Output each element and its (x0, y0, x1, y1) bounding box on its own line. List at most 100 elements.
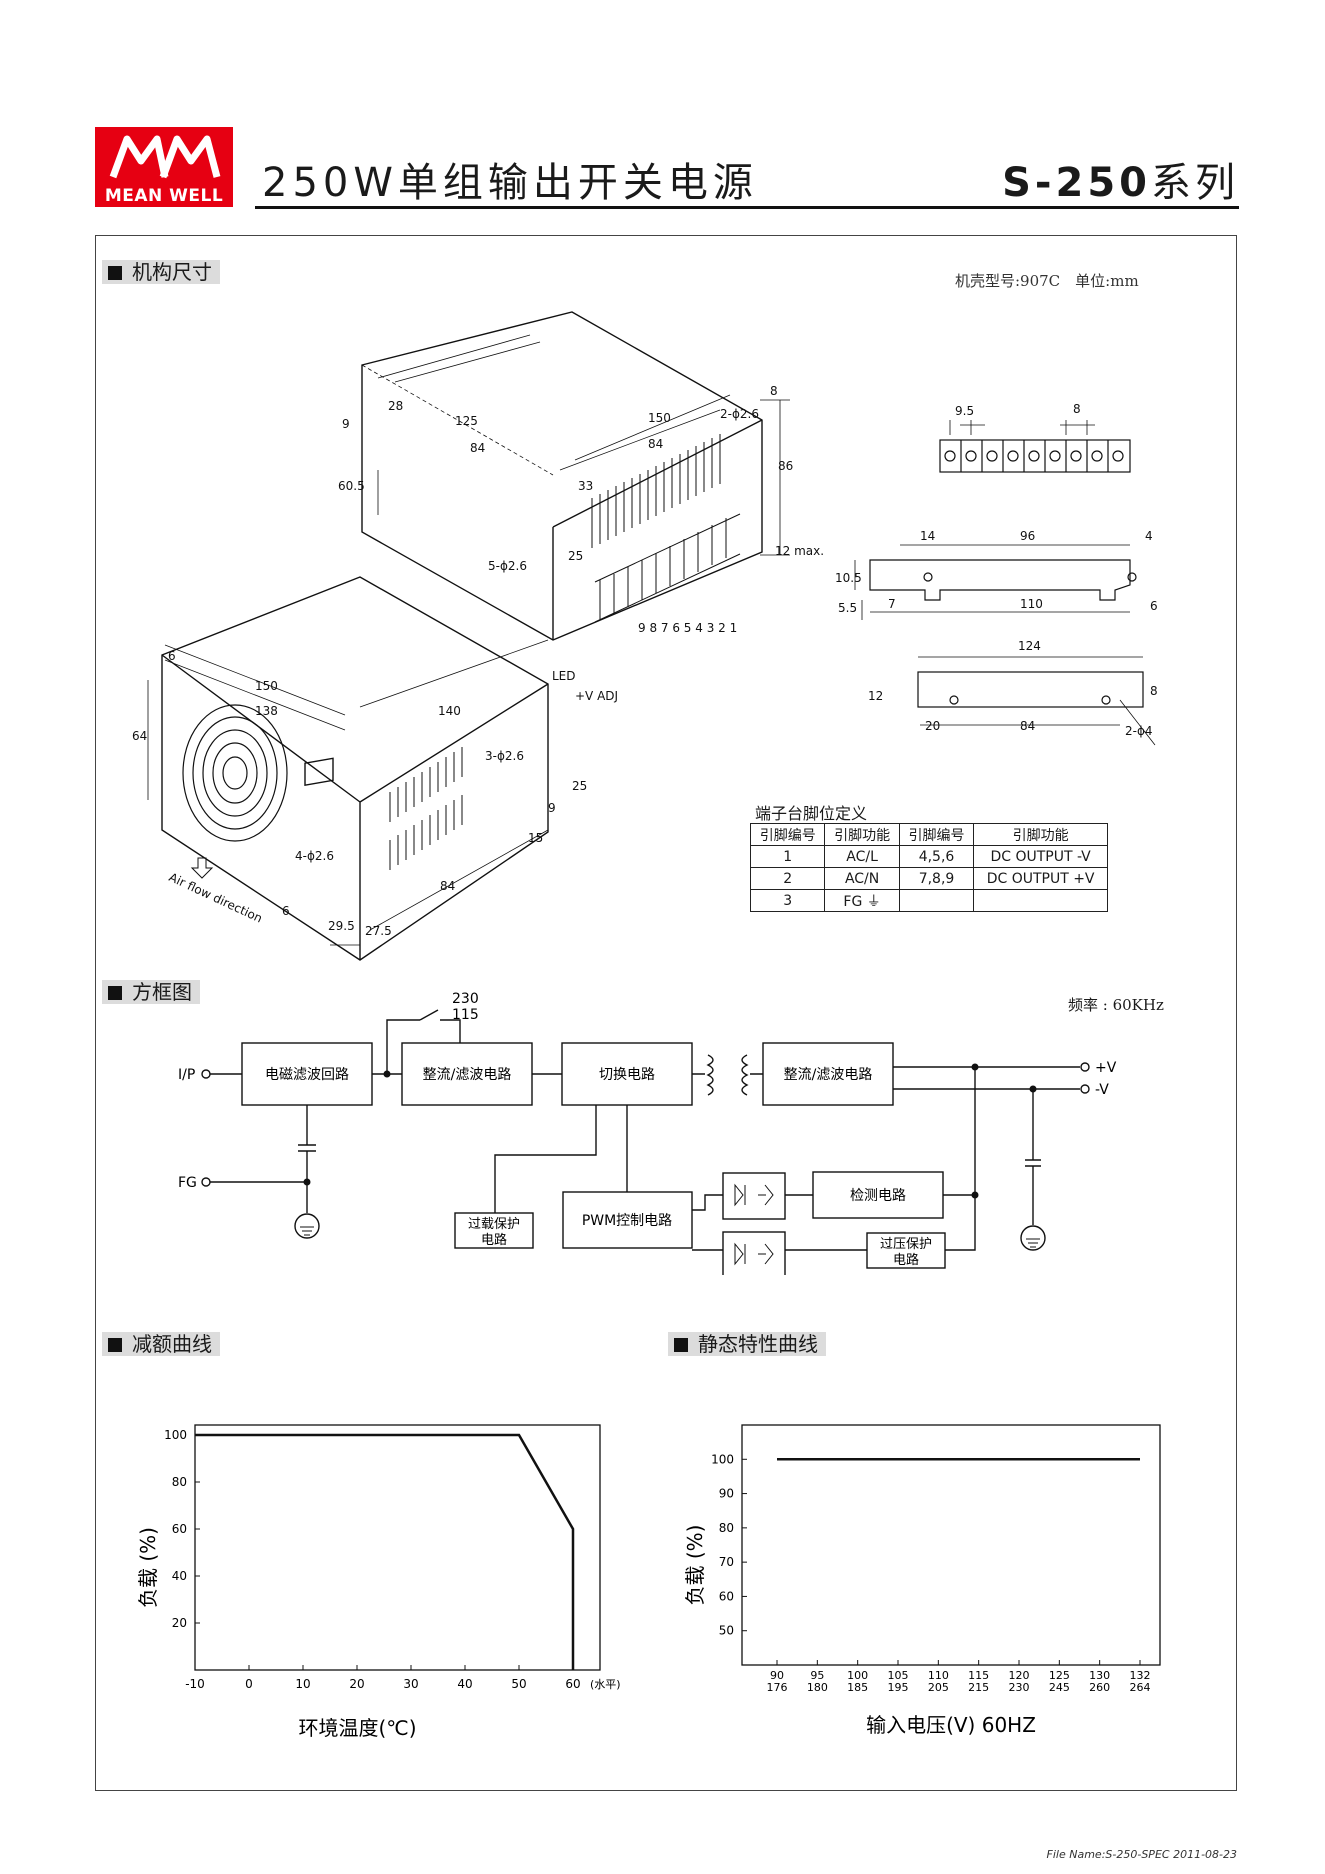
table-cell: AC/L (824, 845, 900, 868)
upper-box-outline (361, 311, 763, 641)
bracket2-8: 8 (1150, 684, 1158, 698)
x-tick-label-bottom: 260 (1089, 1681, 1110, 1694)
dim-12-max: 12 max. (775, 544, 824, 558)
led-label: LED (552, 669, 576, 683)
block-diagram: I/P FG 230 115 +V -V 电磁滤波回路 整流/滤波电路 切换电路… (178, 991, 1117, 1275)
x-tick-label: 10 (295, 1677, 310, 1691)
switch-window (304, 757, 334, 787)
dim-8a: 8 (770, 384, 778, 398)
bracket-7: 7 (888, 597, 896, 611)
vminus-label: -V (1095, 1082, 1109, 1098)
table-cell: 4,5,6 (898, 845, 975, 868)
bracket-6: 6 (1150, 599, 1158, 613)
section-derating: 减额曲线 (102, 1332, 220, 1356)
table-cell (973, 889, 1108, 912)
pwm-label: PWM控制电路 (582, 1213, 672, 1229)
output-ground-icon (1020, 1225, 1046, 1251)
pitch-8: 8 (1073, 402, 1081, 416)
x-tick-label-bottom: 245 (1049, 1681, 1070, 1694)
pin-table-header: 引脚功能 (824, 823, 900, 846)
x-tick-label-top: 90 (770, 1669, 784, 1682)
brand-logo: MEAN WELL (95, 127, 233, 207)
x-tick-label: 50 (511, 1677, 526, 1691)
vadj-label: +V ADJ (575, 689, 618, 703)
table-row: 2 AC/N 7,8,9 DC OUTPUT +V (749, 867, 1108, 890)
dim-140: 140 (438, 704, 461, 718)
bracket-10-5: 10.5 (835, 571, 862, 585)
brand-name: MEAN WELL (104, 186, 224, 206)
x-tick-label: 20 (349, 1677, 364, 1691)
dim-60-5: 60.5 (338, 479, 365, 493)
voltage-115: 115 (452, 1007, 479, 1023)
pin-table-header: 引脚功能 (973, 823, 1108, 846)
section-bullet-icon (108, 986, 122, 1000)
lower-box-outline (161, 576, 549, 961)
y-tick-label: 20 (172, 1616, 187, 1630)
derating-line (195, 1433, 575, 1670)
table-cell: 3 (749, 889, 826, 912)
ovp-label-2: 电路 (893, 1252, 919, 1268)
section-derating-label: 减额曲线 (132, 1332, 212, 1356)
bracket2-20: 20 (925, 719, 940, 733)
x-tick-label-top: 105 (888, 1669, 909, 1682)
switch-label: 切换电路 (599, 1066, 655, 1083)
dim-25a: 25 (568, 549, 583, 563)
x-tick-label: 60 (565, 1677, 580, 1691)
y-tick-label: 70 (719, 1555, 734, 1569)
x-axis-title: 输入电压(V) 60HZ (866, 1713, 1036, 1737)
y-tick-label: 100 (711, 1452, 734, 1466)
x-tick-label-top: 95 (810, 1669, 824, 1682)
x-tick-label-top: 110 (928, 1669, 949, 1682)
pin-table-header: 引脚编号 (898, 823, 975, 846)
section-mechanical-label: 机构尺寸 (132, 260, 212, 284)
terminal-numbers: 9 8 7 6 5 4 3 2 1 (638, 621, 737, 635)
section-block-label: 方框图 (132, 980, 192, 1004)
section-static-label: 静态特性曲线 (698, 1332, 818, 1356)
table-cell: DC OUTPUT -V (973, 845, 1108, 868)
x-tick-label: 30 (403, 1677, 418, 1691)
case-info: 机壳型号:907C 单位:mm (955, 272, 1139, 290)
ip-terminal-icon (201, 1069, 211, 1079)
mechanical-drawing: 28 125 84 150 84 9 60.5 8 86 33 25 5-ϕ2.… (132, 311, 1158, 961)
plot-area (741, 1424, 1161, 1666)
table-cell: 1 (749, 845, 826, 868)
dim-64: 64 (132, 729, 147, 743)
x-tick-label: 0 (245, 1677, 253, 1691)
airflow-arrow-icon (190, 857, 214, 879)
airflow-label: Air flow direction (167, 870, 265, 926)
emi-label: 电磁滤波回路 (265, 1067, 349, 1083)
voltage-230: 230 (452, 991, 479, 1007)
dim-9a: 9 (342, 417, 350, 431)
upper-terminal-block (594, 513, 741, 623)
dim-15: 15 (528, 831, 543, 845)
dim-84c: 84 (440, 879, 455, 893)
x-tick-label-top: 100 (847, 1669, 868, 1682)
header-rule (255, 206, 1239, 209)
dim-150a: 150 (648, 411, 671, 425)
table-cell: DC OUTPUT +V (973, 867, 1108, 890)
table-row: 1 AC/L 4,5,6 DC OUTPUT -V (749, 845, 1108, 868)
y-tick-label: 100 (164, 1428, 187, 1442)
bracket2-84: 84 (1020, 719, 1035, 733)
y-tick-label: 80 (719, 1521, 734, 1535)
section-bullet-icon (108, 1338, 122, 1352)
lower-vents (389, 747, 463, 870)
section-mechanical: 机构尺寸 (102, 260, 220, 284)
olp-label-2: 电路 (481, 1232, 507, 1248)
hole-4-2-6: 4-ϕ2.6 (295, 849, 334, 863)
bracket2-124: 124 (1018, 639, 1041, 653)
x-tick-label-bottom: 264 (1130, 1681, 1151, 1694)
y-tick-label: 80 (172, 1475, 187, 1489)
dim-29-5: 29.5 (328, 919, 355, 933)
fg-label: FG (178, 1175, 197, 1191)
x-tick-label: -10 (185, 1677, 205, 1691)
transformer-icon (706, 1054, 714, 1096)
hole-3-2-6: 3-ϕ2.6 (485, 749, 524, 763)
olp-label-1: 过载保护 (468, 1217, 520, 1232)
x-tick-label-bottom: 185 (847, 1681, 868, 1694)
x-tick-label-bottom: 180 (807, 1681, 828, 1694)
x-tick-label-top: 132 (1130, 1669, 1151, 1682)
table-cell: AC/N (824, 867, 900, 890)
x-tick-label: 40 (457, 1677, 472, 1691)
section-bullet-icon (674, 1338, 688, 1352)
